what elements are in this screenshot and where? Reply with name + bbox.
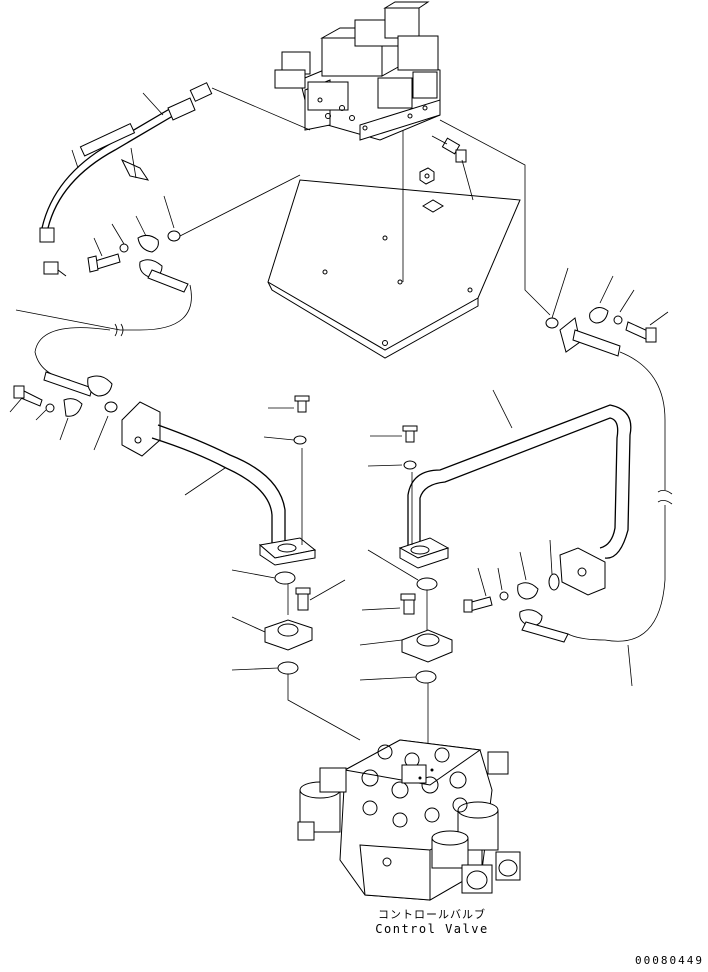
- component-label-en: Control Valve: [375, 922, 489, 936]
- right-flange-parts: [463, 539, 569, 643]
- left-hose-loop: [15, 284, 192, 381]
- mounting-plate: [267, 179, 521, 359]
- fitting-small: [419, 135, 474, 213]
- right-steel-pipe: [398, 389, 632, 596]
- left-flange-stack: [231, 395, 361, 741]
- left-hose-assembly: [39, 82, 311, 243]
- left-steel-pipe: [121, 401, 317, 566]
- right-flange-stack: [359, 425, 453, 775]
- left-flange-parts: [9, 371, 118, 451]
- control-valve: [297, 739, 521, 901]
- component-label-jp: コントロールバルブ: [378, 908, 486, 921]
- left-upper-parts: [43, 174, 301, 293]
- right-hose-loop: [567, 351, 673, 687]
- right-upper-parts: [545, 267, 669, 357]
- solenoid-valve-assembly: [274, 1, 441, 141]
- drawing-code: 00080449: [635, 954, 704, 967]
